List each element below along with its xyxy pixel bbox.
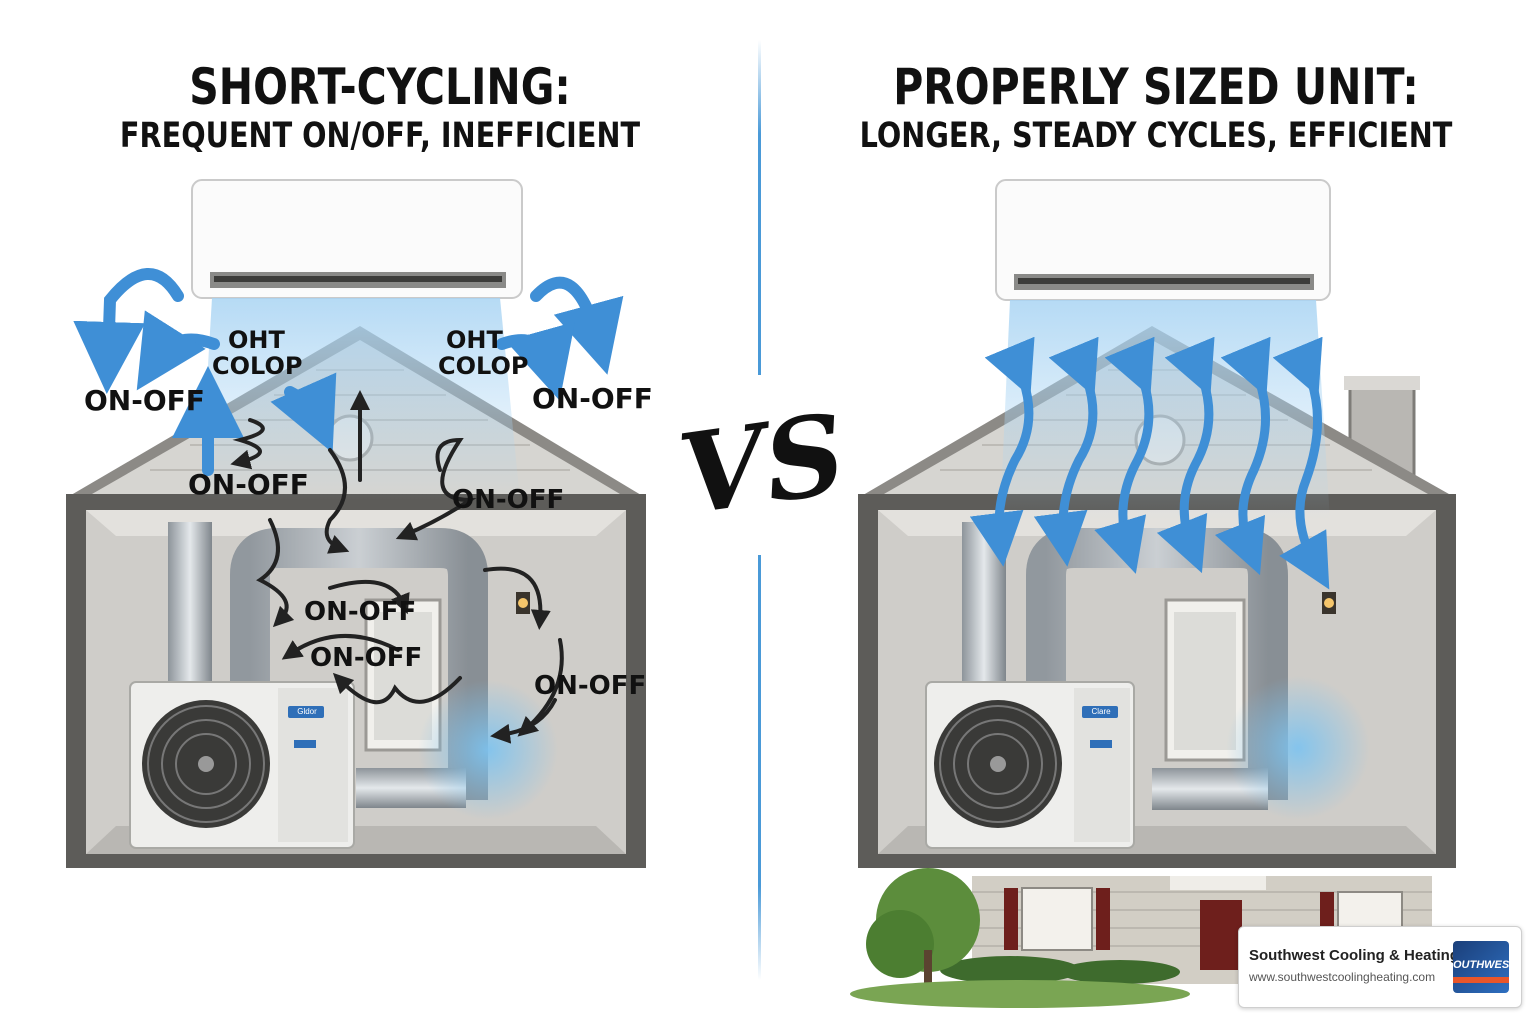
versus-mark: VS	[672, 375, 853, 555]
short-cycling-panel: SHORT-CYCLING: FREQUENT ON/OFF, INEFFICI…	[0, 0, 760, 1024]
colop-label: COLOP	[438, 352, 528, 380]
right-house	[850, 179, 1456, 1008]
left-diagram-labels: ON-OFF ON-OFF ON-OFF ON-OFF ON-OFF ON-OF…	[84, 326, 653, 701]
left-house: ON-OFF ON-OFF ON-OFF ON-OFF ON-OFF ON-OF…	[66, 179, 653, 868]
right-title: PROPERLY SIZED UNIT:	[893, 58, 1419, 116]
colop-label: COLOP	[212, 352, 302, 380]
left-subtitle: FREQUENT ON/OFF, INEFFICIENT	[119, 116, 641, 156]
vs-text: VS	[671, 388, 853, 540]
onoff-label: ON-OFF	[84, 384, 205, 417]
brand-name: Southwest Cooling & Heating	[1249, 947, 1459, 964]
onoff-label: ON-OFF	[188, 468, 309, 501]
onoff-label: ON-OFF	[310, 643, 422, 673]
oht-label: OHT	[228, 326, 285, 354]
brand-logo-icon: OUTHWES	[1453, 941, 1509, 993]
onoff-label: ON-OFF	[304, 597, 416, 627]
left-unit-badge: Gldor	[297, 707, 317, 716]
right-unit-badge: Clare	[1091, 707, 1111, 716]
right-subtitle: LONGER, STEADY CYCLES, EFFICIENT	[859, 116, 1453, 156]
onoff-label: ON-OFF	[532, 382, 653, 415]
brand-card[interactable]: Southwest Cooling & Heating www.southwes…	[1238, 926, 1522, 1008]
brand-url[interactable]: www.southwestcoolingheating.com	[1249, 970, 1436, 984]
onoff-label: ON-OFF	[452, 485, 564, 515]
properly-sized-panel: PROPERLY SIZED UNIT: LONGER, STEADY CYCL…	[776, 0, 1536, 1024]
left-title: SHORT-CYCLING:	[189, 58, 571, 116]
brand-logo-text: OUTHWES	[1453, 959, 1509, 971]
oht-label: OHT	[446, 326, 503, 354]
onoff-label: ON-OFF	[534, 671, 646, 701]
